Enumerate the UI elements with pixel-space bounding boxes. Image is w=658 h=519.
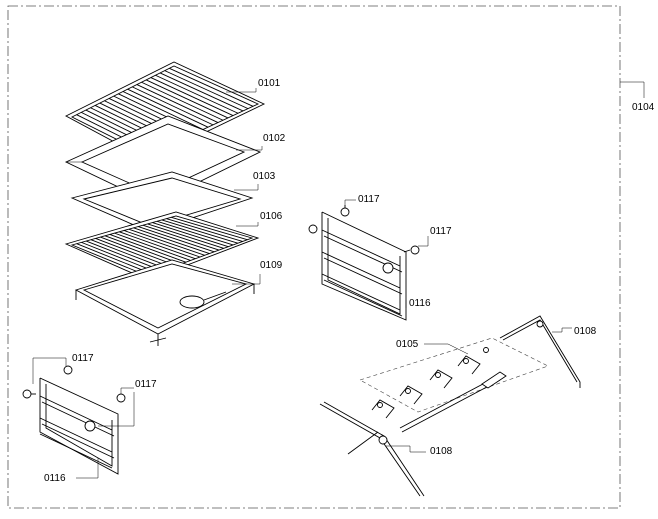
label-screw-right-2: 0117 bbox=[430, 226, 452, 237]
rotisserie-forks bbox=[371, 347, 489, 419]
label-grid-bottom: 0109 bbox=[260, 260, 283, 271]
side-rail-right bbox=[308, 211, 407, 321]
grid-rod bbox=[152, 222, 229, 248]
grid-rod bbox=[171, 216, 248, 241]
grid-rod bbox=[119, 231, 196, 260]
screw-icon bbox=[22, 389, 36, 399]
grid-rod bbox=[155, 74, 239, 114]
label-screw-left-2: 0117 bbox=[135, 379, 157, 390]
label-screw-left-1: 0117 bbox=[72, 353, 94, 364]
label-rotisserie: 0105 bbox=[396, 339, 419, 350]
screw-icon bbox=[340, 205, 350, 217]
grid-rod bbox=[81, 241, 158, 273]
grid-rod bbox=[90, 239, 168, 270]
grid-rod bbox=[114, 232, 191, 261]
grid-rod bbox=[109, 234, 186, 263]
wire-grid-bottom bbox=[74, 259, 256, 346]
leader-screw-right-1 bbox=[344, 199, 356, 206]
leader-support-left bbox=[386, 445, 426, 453]
leader-support-right bbox=[552, 327, 572, 333]
label-grid-top: 0101 bbox=[258, 78, 281, 89]
grid-rod bbox=[166, 218, 243, 242]
grid-rod bbox=[95, 237, 172, 268]
baking-tray-flat bbox=[70, 171, 254, 233]
grid-rod bbox=[161, 219, 238, 244]
grid-rod bbox=[138, 226, 215, 253]
leader-grid-middle bbox=[236, 222, 259, 227]
spit-support-right bbox=[499, 315, 581, 388]
grid-rod bbox=[127, 88, 209, 128]
frame-leader bbox=[620, 81, 645, 98]
label-screw-right-1: 0117 bbox=[358, 194, 380, 205]
label-support-right: 0108 bbox=[574, 326, 597, 337]
leader-grid-top bbox=[226, 88, 257, 93]
leader-grid-bottom bbox=[232, 274, 261, 285]
grid-rod bbox=[128, 228, 205, 256]
washer-icon bbox=[63, 365, 73, 375]
grid-rod bbox=[136, 84, 219, 123]
grid-rod bbox=[150, 77, 234, 116]
grid-rod bbox=[76, 243, 153, 275]
rotisserie-group-box bbox=[359, 337, 549, 413]
spit-support-left bbox=[319, 401, 425, 497]
label-rail-right: 0116 bbox=[409, 298, 431, 309]
label-support-left: 0108 bbox=[430, 446, 453, 457]
washer-icon bbox=[116, 393, 126, 403]
grid-rod bbox=[104, 235, 182, 265]
grid-rod bbox=[141, 81, 224, 121]
grid-rod bbox=[100, 236, 177, 267]
label-tray-deep: 0102 bbox=[263, 133, 286, 144]
grid-rod bbox=[86, 240, 163, 272]
screw-icon bbox=[403, 245, 420, 255]
grid-rod bbox=[156, 220, 234, 246]
leader-screw-left-2b bbox=[98, 392, 135, 427]
grid-rod bbox=[169, 67, 254, 107]
label-tray-flat: 0103 bbox=[253, 171, 276, 182]
grid-rod bbox=[132, 86, 214, 126]
grid-rod bbox=[133, 227, 210, 254]
leader-tray-deep bbox=[236, 146, 263, 151]
label-rail-left: 0116 bbox=[44, 473, 66, 484]
grid-rod bbox=[142, 224, 220, 251]
leader-tray-flat bbox=[234, 184, 259, 191]
label-grid-middle: 0106 bbox=[260, 211, 283, 222]
grid-rod bbox=[164, 70, 249, 110]
leader-rotisserie bbox=[424, 343, 469, 355]
leader-screw-right-2 bbox=[418, 236, 429, 247]
side-rail-left bbox=[39, 377, 119, 475]
rotisserie-spit bbox=[399, 371, 507, 433]
leader-screw-left-1 bbox=[32, 357, 67, 384]
grid-rod bbox=[159, 72, 244, 112]
assembly-frame bbox=[7, 5, 621, 509]
grid-rod bbox=[145, 79, 229, 119]
leader-rail-left bbox=[76, 458, 99, 479]
grid-rod bbox=[123, 230, 201, 258]
grid-rod bbox=[147, 223, 224, 249]
wire-grid-middle bbox=[64, 211, 260, 281]
leader-screw-left-2 bbox=[120, 387, 134, 394]
label-frame: 0104 bbox=[632, 102, 655, 113]
grid-rod bbox=[122, 91, 204, 130]
